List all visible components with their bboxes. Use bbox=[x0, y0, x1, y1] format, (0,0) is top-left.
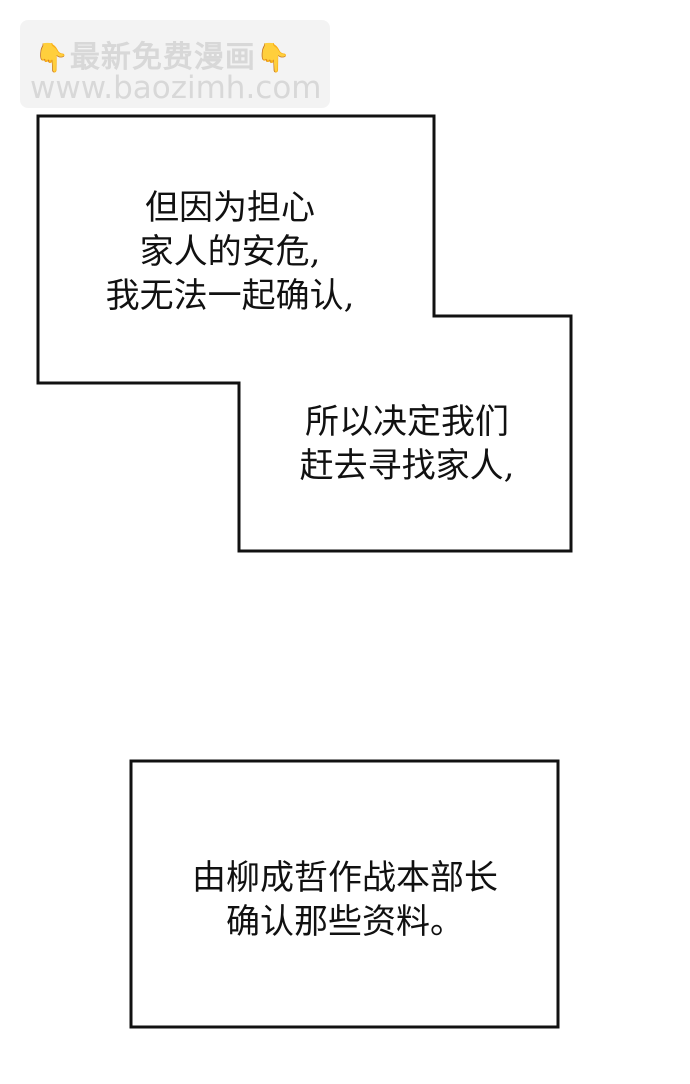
watermark: 👇最新免费漫画👇 www.baozimh.com bbox=[20, 20, 330, 108]
caption-line: 确认那些资料。 bbox=[226, 902, 464, 942]
pointing-hand-icon: 👇 bbox=[255, 41, 292, 74]
pointing-hand-icon: 👇 bbox=[34, 41, 70, 74]
caption-box-bottom-outline bbox=[129, 759, 560, 1029]
caption-box-3: 由柳成哲作战本部长 确认那些资料。 bbox=[170, 856, 520, 944]
caption-box-stepped-outline bbox=[36, 114, 573, 553]
watermark-url: www.baozimh.com bbox=[30, 70, 322, 106]
caption-line: 我无法一起确认, bbox=[105, 276, 355, 316]
watermark-title-text: 最新免费漫画 bbox=[69, 40, 256, 75]
caption-line: 赶去寻找家人, bbox=[299, 446, 515, 486]
watermark-title: 👇最新免费漫画👇 bbox=[34, 32, 292, 76]
caption-box-2: 所以决定我们 赶去寻找家人, bbox=[282, 400, 532, 488]
caption-line: 由柳成哲作战本部长 bbox=[192, 858, 498, 898]
caption-box-1: 但因为担心 家人的安危, 我无法一起确认, bbox=[90, 186, 370, 318]
caption-line: 家人的安危, bbox=[139, 232, 321, 272]
caption-line: 所以决定我们 bbox=[305, 402, 509, 442]
caption-line: 但因为担心 bbox=[145, 188, 315, 228]
